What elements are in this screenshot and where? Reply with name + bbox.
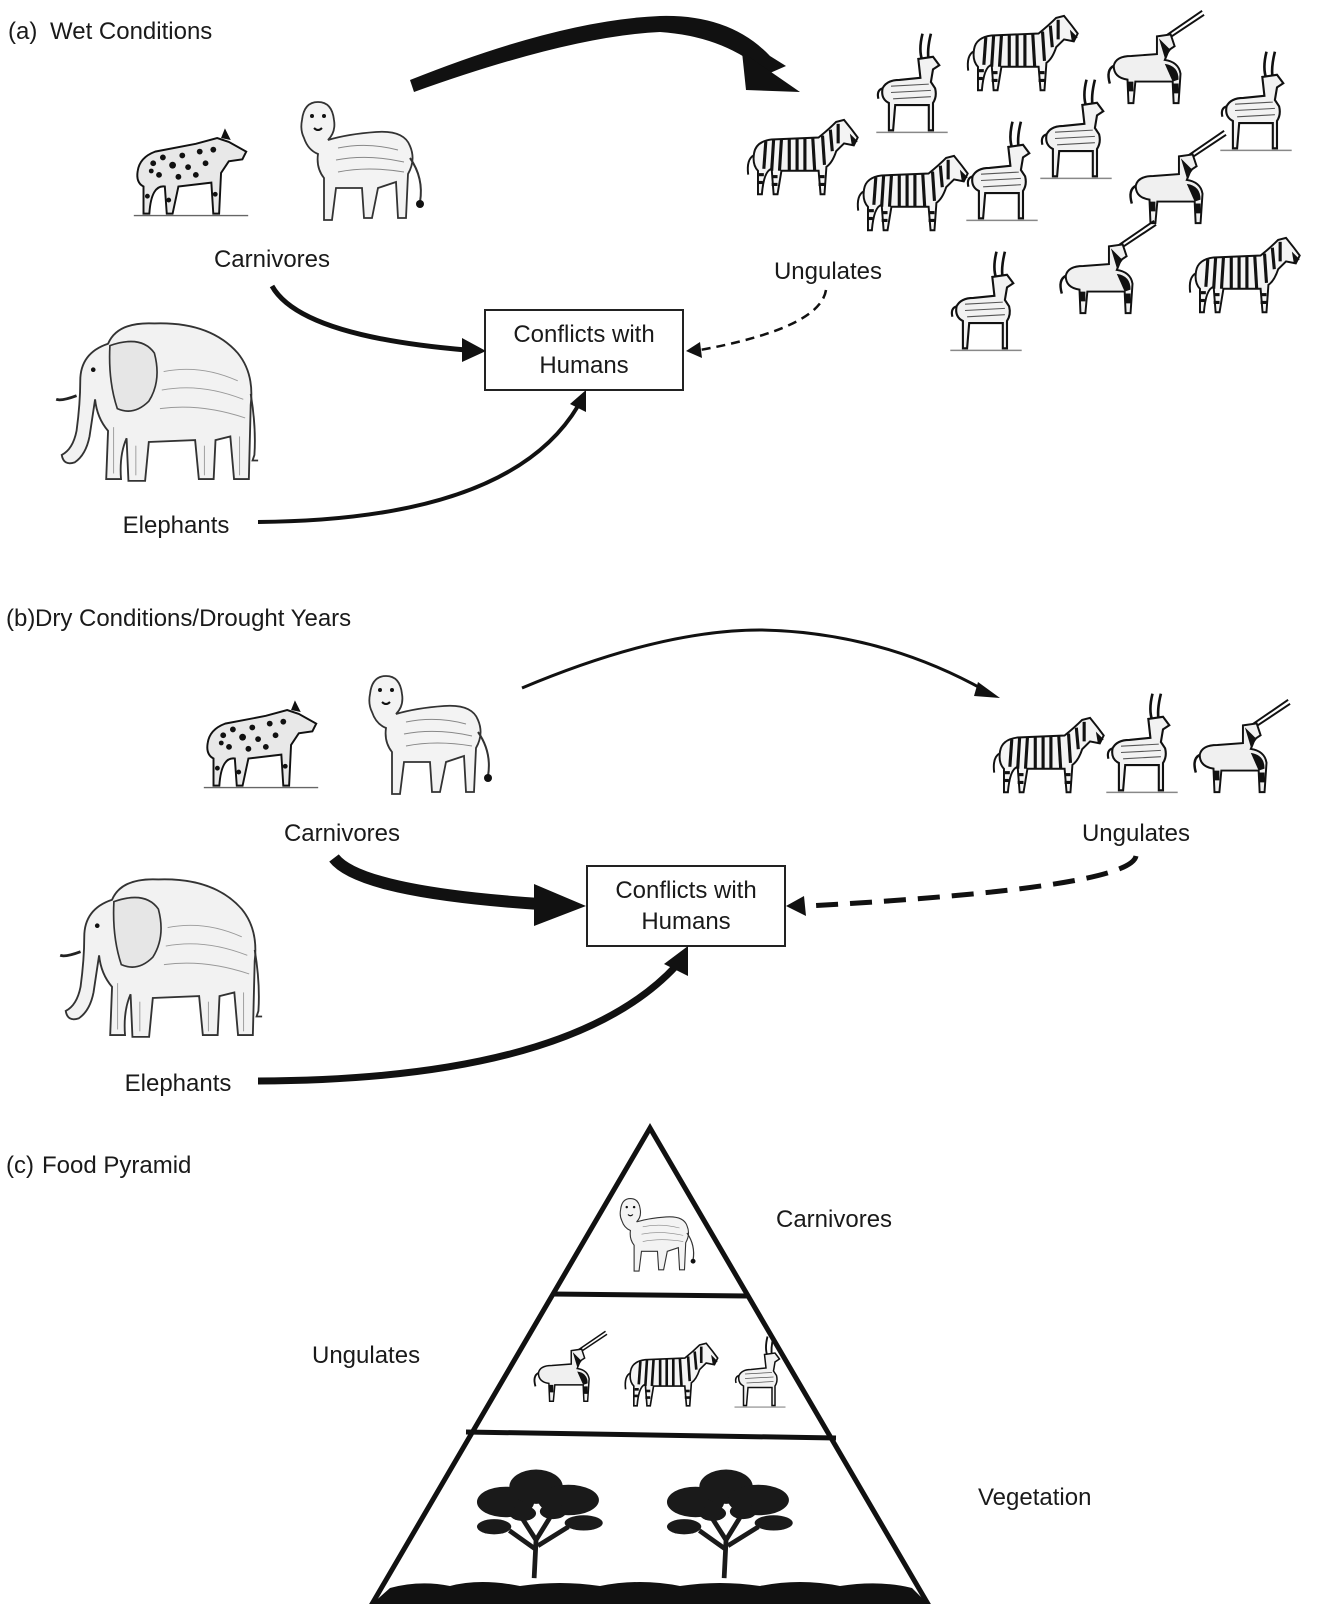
panel-b-arrowhead-carnivores xyxy=(534,884,586,926)
panel-a-arrow-carnivores-ungulates xyxy=(410,15,786,93)
panel-b-title: Dry Conditions/Drought Years xyxy=(35,605,352,632)
panel-a-arrowhead-carnivores xyxy=(462,338,486,362)
panel-b-elephants-label: Elephants xyxy=(124,1070,232,1097)
panel-c-label: (c) xyxy=(6,1152,34,1179)
panel-b-box-line1: Conflicts with xyxy=(615,877,757,904)
panel-b-arrowhead-ungulates xyxy=(974,682,1000,698)
panel-b-arrow-carnivores-ungulates xyxy=(521,628,985,692)
tree-icon xyxy=(456,1456,618,1586)
panel-b-carnivores-label: Carnivores xyxy=(283,820,401,847)
panel-b-box-line2: Humans xyxy=(641,908,731,935)
panel-a-label: (a) xyxy=(8,18,38,45)
panel-a-arrow-ungulates-conflicts xyxy=(699,289,828,352)
pyramid-divider-bottom xyxy=(465,1429,837,1441)
panel-a-arrowhead-ungulates-dashed xyxy=(686,342,702,358)
panel-b-arrowhead-elephants xyxy=(664,946,688,976)
panel-a-box-line2: Humans xyxy=(539,352,629,379)
ground-silhouette xyxy=(372,1582,928,1604)
panel-a-arrowhead-elephants xyxy=(570,390,586,412)
pyramid-divider-top xyxy=(551,1291,749,1299)
oryx-icon xyxy=(533,1330,609,1403)
panel-a-conflicts-box: Conflicts with Humans xyxy=(484,309,684,391)
panel-b-arrow-ungulates-conflicts xyxy=(807,855,1139,909)
panel-a-elephants-label: Elephants xyxy=(122,512,230,539)
zebra-icon xyxy=(623,1341,720,1408)
panel-b-label: (b) xyxy=(6,605,36,632)
panel-a-arrow-carnivores-conflicts xyxy=(269,284,467,353)
panel-c-title: Food Pyramid xyxy=(42,1152,192,1179)
pyramid-label-middle: Ungulates xyxy=(312,1342,421,1369)
panel-b-arrow-elephants-conflicts xyxy=(257,963,679,1085)
panel-b-conflicts-box: Conflicts with Humans xyxy=(586,865,786,947)
panel-a-arrow-elephants-conflicts xyxy=(257,404,580,524)
pyramid-label-top: Carnivores xyxy=(776,1206,893,1233)
panel-a-title: Wet Conditions xyxy=(50,18,213,45)
gazelle-icon xyxy=(733,1335,787,1409)
tree-icon xyxy=(646,1456,808,1586)
panel-a-box-line1: Conflicts with xyxy=(513,321,655,348)
panel-b-arrowhead-ungulates-dashed xyxy=(786,896,806,916)
panel-a-carnivores-label: Carnivores xyxy=(213,246,331,273)
panel-b-arrow-carnivores-conflicts xyxy=(329,853,541,910)
panel-b-ungulates-label: Ungulates xyxy=(1081,820,1191,847)
panel-a-ungulates-label: Ungulates xyxy=(773,258,883,285)
pyramid-label-bottom: Vegetation xyxy=(978,1484,1092,1511)
panel-a-arrowhead-ungulates xyxy=(742,52,800,92)
lion-icon xyxy=(619,1197,697,1272)
